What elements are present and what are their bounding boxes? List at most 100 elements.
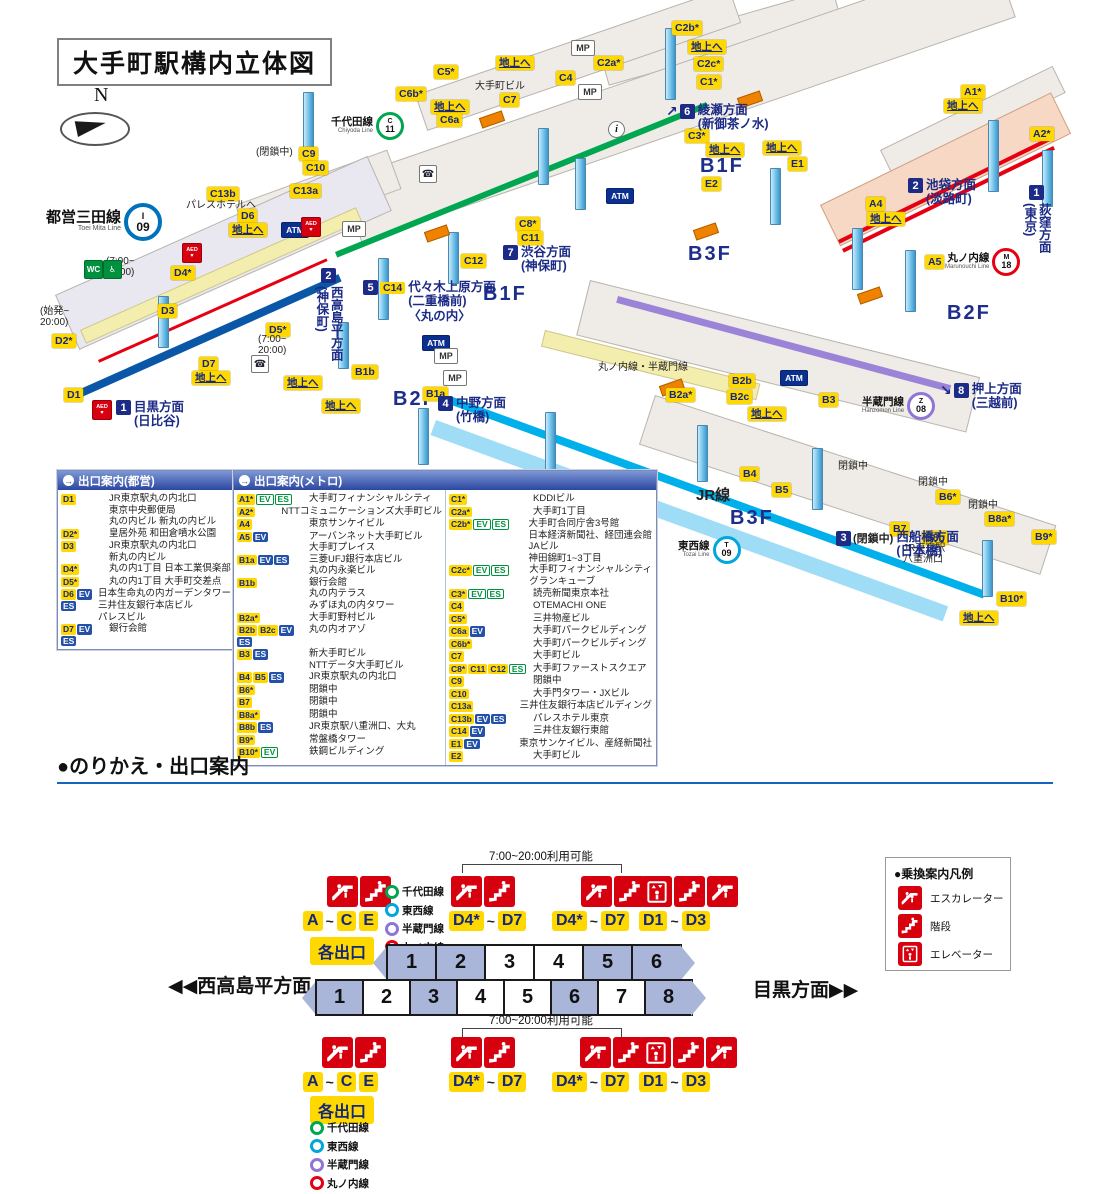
exit-badge: A4: [866, 197, 886, 211]
exit-code-badge: ES: [491, 519, 510, 530]
exit-code-badge: EV: [260, 747, 279, 758]
exit-range-badge: D4*: [449, 911, 484, 931]
exit-destination: アーバンネット大手町ビル: [309, 530, 423, 542]
direction-text: (神保町): [521, 259, 567, 274]
direction-text: (二重橋前): [408, 294, 467, 309]
elevator-icon: [641, 876, 672, 907]
pillar: [303, 92, 314, 154]
platform-number-badge: 7: [503, 245, 518, 260]
exit-destination: 丸の内オアゾ: [309, 624, 367, 636]
exit-badge: B2b: [729, 374, 755, 388]
exit-destination: 大手町ビル: [533, 650, 581, 662]
platform-number-badge: 6: [679, 104, 695, 119]
exit-badge: 地上へ: [496, 56, 534, 70]
exit-code-badge: ES: [486, 588, 504, 600]
exit-range-badge: ~: [589, 1074, 598, 1090]
compass-oval: [60, 112, 130, 146]
exit-destination: 東京サンケイビル: [309, 518, 385, 529]
exit-range-badge: D4*: [449, 1072, 484, 1092]
map-note: JR東京駅 八重洲口: [903, 543, 946, 565]
exit-badge: B8b: [922, 531, 948, 545]
escalator-icon: [322, 1037, 353, 1068]
exit-badge: B9*: [1032, 530, 1056, 544]
escalator-icon: [706, 1037, 737, 1068]
map-note: 閉鎖中: [918, 477, 948, 488]
train-car: 7: [597, 979, 646, 1016]
exit-range-badge: D1: [639, 911, 668, 931]
exit-code-badge: C12: [488, 663, 508, 675]
train-car: 4: [533, 944, 584, 981]
exit-destination: 銀行会館: [109, 623, 148, 635]
bracket: [462, 1028, 622, 1037]
exit-destination: 大手町1丁目: [533, 505, 586, 517]
table-row: D5* 丸の内1丁目 大手町交差点: [61, 576, 231, 589]
exit-badge: C14: [380, 281, 406, 294]
exit-destination: 日本経済新聞社、経団連会館: [528, 529, 652, 541]
exit-code-badge: EV: [257, 554, 273, 566]
map-note: 大手町ビル: [475, 81, 525, 92]
exit-badge: C1*: [697, 75, 721, 89]
exit-destination: 丸の内1丁目 日本工業倶楽部: [109, 563, 231, 575]
exit-destination: 大手町ファーストスクエア: [533, 662, 647, 674]
exit-code-badge: C7: [449, 651, 464, 662]
exit-code-badge: C11: [468, 663, 488, 675]
platform-number-badge: 2: [320, 268, 336, 283]
line-color-ring: [385, 921, 399, 936]
legend-label: 階段: [930, 920, 951, 933]
map-note: 閉鎖中: [838, 461, 868, 472]
facility-icon: ☎: [251, 355, 269, 373]
exit-code-badge: A1*: [237, 494, 256, 505]
exit-code-badge: ES: [237, 636, 253, 648]
exit-range-badge: D3: [681, 911, 711, 931]
exit-range-badge: A: [303, 1072, 323, 1092]
train-car: 1: [315, 979, 364, 1016]
pillar: [852, 228, 863, 290]
exit-destination: 鉄鋼ビルディング: [309, 746, 385, 758]
time-availability-note: 7:00~20:00利用可能: [489, 1015, 593, 1027]
line-symbol: Z 08: [907, 392, 936, 420]
table-row: B9* 常盤橋タワー: [237, 734, 442, 747]
exit-badge: 地上へ: [284, 376, 322, 390]
exit-badge: C8*: [516, 217, 540, 231]
exit-destination: JR東京駅丸の内北口: [109, 493, 197, 504]
map-note: (閉鎖中): [256, 147, 293, 158]
bracket: [462, 864, 622, 873]
legend-item: 階段: [898, 914, 1010, 938]
exit-code-badge: C5*: [449, 613, 468, 625]
table-header: → 出口案内(都営): [58, 471, 234, 490]
exit-code-badge: A4: [237, 519, 252, 530]
exit-badge: 地上へ: [322, 399, 360, 413]
exit-code-badge: D4*: [61, 564, 80, 575]
direction-text: 綾瀬方面: [697, 103, 748, 117]
line-logo: 千代田線 Chiyoda Line C 11: [331, 112, 404, 140]
floor-label: B3F: [730, 507, 774, 529]
stairs-icon: [355, 1037, 386, 1068]
facility-icon: MP: [578, 84, 602, 100]
exit-code-badge: EV: [252, 531, 269, 542]
pillar: [575, 158, 586, 210]
exit-code-badge: B2c: [258, 625, 278, 636]
direction-text: 荻窪方面: [1036, 203, 1051, 253]
all-exits-badge: 各出口: [310, 1096, 375, 1124]
train-car: 5: [503, 979, 552, 1016]
exit-range-badge: D4*: [552, 1072, 587, 1092]
pillar: [338, 322, 349, 369]
exit-code-badge: E1: [449, 738, 464, 750]
direction-west: ◀◀西高島平方面: [168, 976, 312, 997]
exit-code-badge: C8*: [449, 663, 468, 675]
pillar: [418, 408, 429, 465]
exit-destination: KDDIビル: [533, 493, 575, 504]
pillar: [812, 448, 823, 510]
line-legend-item: 丸ノ内線: [310, 1176, 369, 1191]
exit-badge: C4: [556, 71, 576, 85]
table-row: A2* NTTコミュニケーションズ大手町ビル: [237, 506, 442, 519]
exit-destination: JAビル: [528, 541, 559, 553]
map-note: (始発~ 20:00): [40, 306, 70, 328]
line-logo: 都営三田線 Toei Mita Line I 09: [46, 203, 163, 241]
